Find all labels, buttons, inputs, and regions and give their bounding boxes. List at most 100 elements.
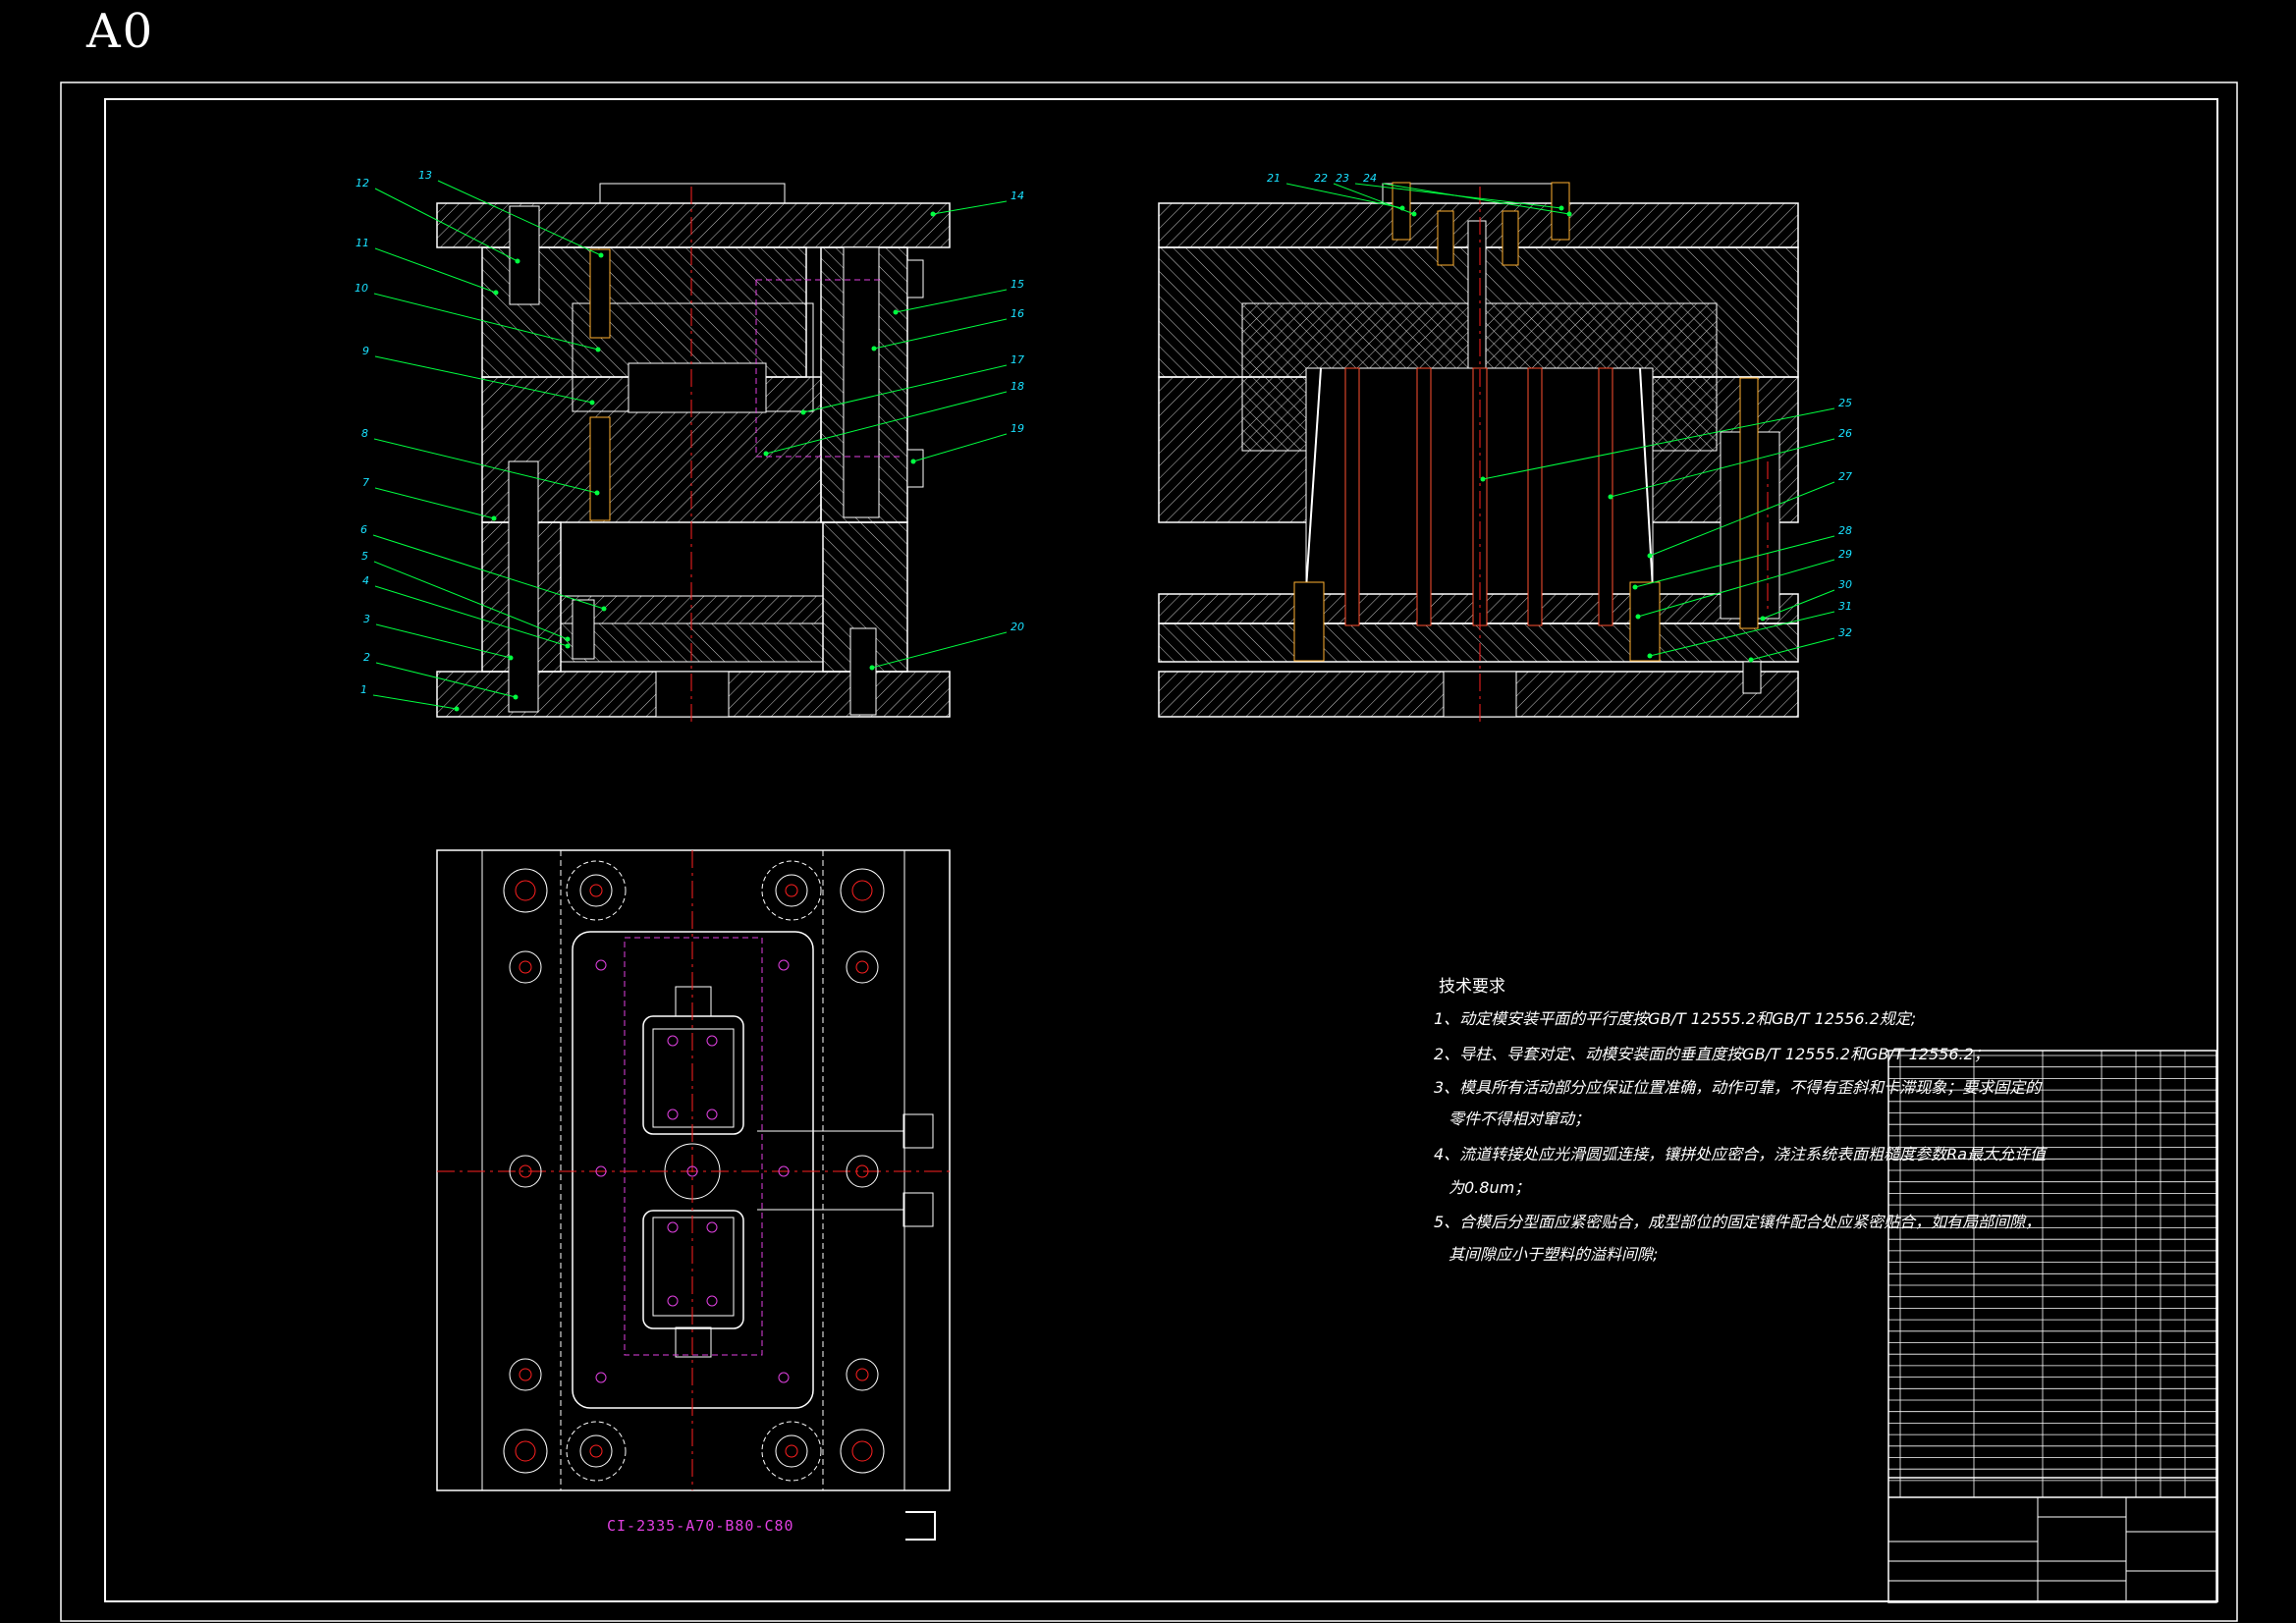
requirement-line: 其间隙应小于塑料的溢料间隙; bbox=[1449, 1245, 1659, 1264]
return-pin-hole bbox=[846, 1358, 879, 1391]
title-block bbox=[1887, 1050, 2217, 1603]
leader-dot bbox=[1608, 494, 1613, 500]
part-number-label: 12 bbox=[355, 177, 369, 189]
part-number-label: 25 bbox=[1838, 397, 1852, 409]
leader-dot bbox=[800, 409, 806, 415]
leader-dot bbox=[515, 258, 520, 264]
guide-bushing-hole bbox=[761, 1421, 822, 1482]
leader-line bbox=[375, 662, 517, 698]
guide-bushing-hole bbox=[761, 860, 822, 921]
part-number-label: 14 bbox=[1011, 189, 1024, 202]
leader-dot bbox=[508, 655, 514, 661]
part-number-label: 16 bbox=[1011, 307, 1024, 320]
screw-hole bbox=[840, 1429, 885, 1474]
part-number-label: 30 bbox=[1838, 578, 1852, 591]
screw-hole bbox=[503, 1429, 548, 1474]
leader-dot bbox=[1411, 211, 1417, 217]
guide-pillar-hole bbox=[589, 884, 603, 897]
ejector-pin-hole bbox=[667, 1295, 679, 1307]
leader-dot bbox=[763, 451, 769, 457]
part-number-label: 17 bbox=[1011, 353, 1024, 366]
screw-hole bbox=[503, 868, 548, 913]
leader-dot bbox=[491, 515, 497, 521]
ejector-pin-hole bbox=[667, 1035, 679, 1047]
ejector-pin-hole bbox=[667, 1221, 679, 1233]
part-number-label: 20 bbox=[1011, 621, 1024, 633]
part-number-label: 8 bbox=[361, 427, 368, 440]
part-number-label: 28 bbox=[1838, 524, 1852, 537]
return-pin-hole bbox=[519, 960, 532, 974]
leader-line bbox=[374, 355, 593, 404]
sheet-size-label: A0 bbox=[86, 4, 155, 59]
leader-line bbox=[871, 631, 1008, 669]
leader-dot bbox=[1635, 614, 1641, 620]
leader-line bbox=[895, 289, 1008, 313]
return-pin-hole bbox=[855, 1368, 869, 1381]
technical-requirements-title: 技术要求 bbox=[1439, 977, 1505, 997]
leader-line bbox=[912, 433, 1008, 462]
side-section-view bbox=[1158, 182, 1799, 722]
ejector-pin-hole bbox=[595, 1372, 607, 1383]
ejector-pin-hole bbox=[778, 1165, 790, 1177]
leader-line bbox=[437, 180, 602, 256]
leader-lines bbox=[372, 180, 1835, 712]
inner-frame bbox=[104, 98, 2218, 1602]
part-number-label: 3 bbox=[363, 613, 370, 625]
leader-line bbox=[1649, 611, 1835, 657]
plan-view bbox=[436, 849, 951, 1541]
return-pin-hole bbox=[509, 950, 542, 984]
part-number-label: 15 bbox=[1011, 278, 1024, 291]
leader-dot bbox=[598, 252, 604, 258]
leader-line bbox=[1482, 407, 1835, 480]
return-pin-hole bbox=[846, 1155, 879, 1188]
part-number-label: 13 bbox=[418, 169, 432, 182]
leader-line bbox=[373, 293, 599, 351]
leader-dot bbox=[594, 490, 600, 496]
leader-line bbox=[802, 364, 1008, 413]
ejector-pin-hole bbox=[778, 959, 790, 971]
leader-dot bbox=[1748, 657, 1754, 663]
screw-hole bbox=[515, 880, 536, 901]
leader-dot bbox=[513, 694, 519, 700]
part-number-label: 4 bbox=[362, 574, 369, 587]
leader-line bbox=[372, 534, 605, 610]
ejector-pin-hole bbox=[595, 1165, 607, 1177]
part-number-label: 10 bbox=[355, 282, 368, 295]
return-pin-hole bbox=[519, 1368, 532, 1381]
leader-line bbox=[373, 561, 569, 640]
leader-line bbox=[1637, 559, 1835, 618]
part-number-label: 2 bbox=[363, 651, 370, 664]
leader-dot bbox=[893, 309, 899, 315]
leader-line bbox=[374, 487, 495, 519]
part-number-label: 1 bbox=[360, 683, 367, 696]
leader-dot bbox=[589, 400, 595, 406]
part-number-label: 23 bbox=[1336, 172, 1349, 185]
leader-line bbox=[932, 200, 1008, 215]
leader-dot bbox=[595, 347, 601, 352]
parts-list-rows bbox=[1888, 1051, 2216, 1497]
screw-hole bbox=[840, 868, 885, 913]
screw-hole bbox=[851, 1440, 873, 1462]
part-number-label: 26 bbox=[1838, 427, 1852, 440]
leader-dot bbox=[565, 636, 571, 642]
guide-pillar-hole bbox=[785, 1444, 798, 1458]
part-number-label: 31 bbox=[1838, 600, 1852, 613]
leader-line bbox=[1634, 535, 1835, 588]
part-number-label: 27 bbox=[1838, 470, 1852, 483]
return-pin-hole bbox=[519, 1164, 532, 1178]
requirement-line: 零件不得相对窜动； bbox=[1449, 1109, 1591, 1128]
requirement-line: 5、合模后分型面应紧密贴合，成型部位的固定镶件配合处应紧密贴合，如有局部间隙， bbox=[1434, 1213, 2042, 1231]
leader-dot bbox=[601, 606, 607, 612]
guide-pillar-hole bbox=[589, 1444, 603, 1458]
leader-dot bbox=[565, 643, 571, 649]
leader-dot bbox=[1647, 653, 1653, 659]
requirement-line: 1、动定模安装平面的平行度按GB/T 12555.2和GB/T 12556.2规… bbox=[1434, 1009, 1917, 1028]
leader-line bbox=[765, 391, 1008, 455]
leader-dot bbox=[1558, 205, 1564, 211]
ejector-pin-hole bbox=[706, 1221, 718, 1233]
guide-bushing-hole bbox=[566, 860, 627, 921]
leader-dot bbox=[1632, 584, 1638, 590]
leader-dot bbox=[1566, 211, 1572, 217]
ejector-pin-hole bbox=[706, 1109, 718, 1120]
